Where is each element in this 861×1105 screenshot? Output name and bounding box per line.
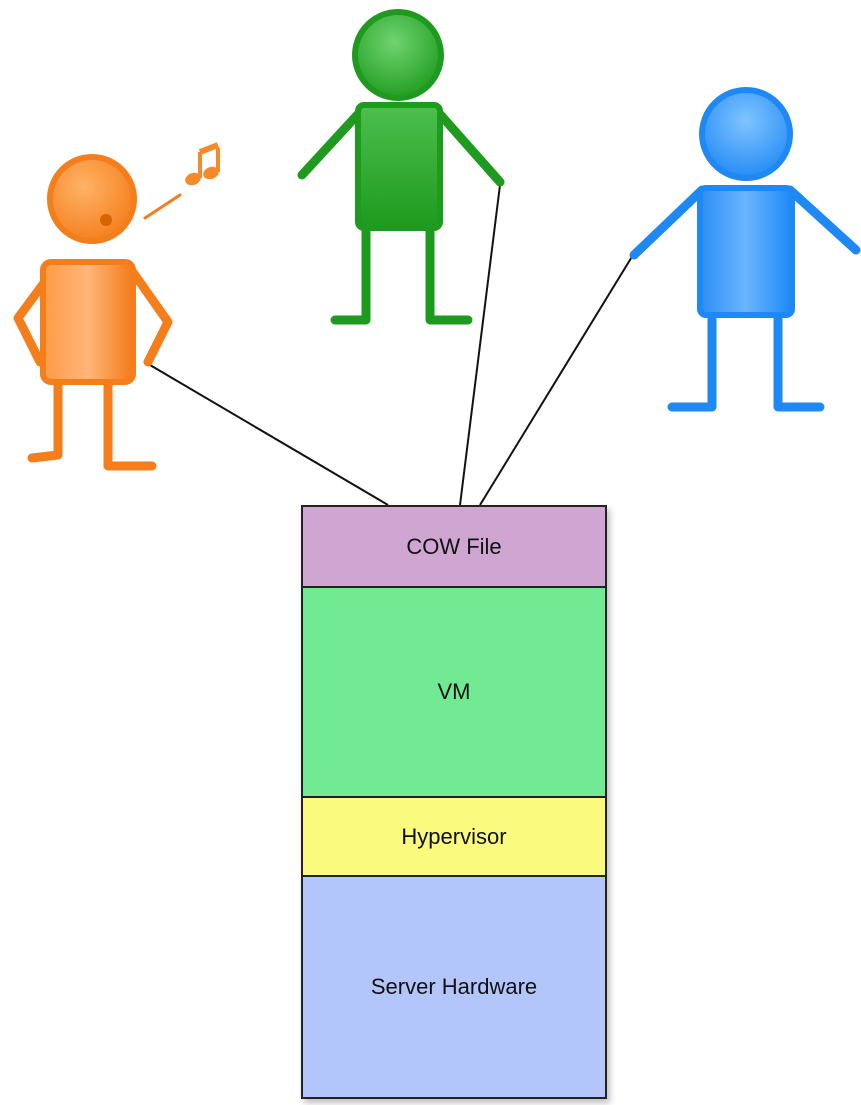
cow-file-label: COW File bbox=[406, 533, 502, 559]
server-hardware-layer: Server Hardware bbox=[303, 875, 605, 1097]
hypervisor-label: Hypervisor bbox=[401, 823, 507, 849]
connector-blue bbox=[479, 254, 634, 506]
orange-person-icon bbox=[13, 154, 182, 471]
cow-file-layer: COW File bbox=[303, 507, 605, 586]
green-person-icon bbox=[297, 9, 505, 325]
music-note-icon bbox=[185, 142, 220, 186]
blue-person-icon bbox=[629, 87, 861, 412]
connector-orange bbox=[149, 364, 389, 506]
vm-label: VM bbox=[437, 679, 471, 704]
connector-lines bbox=[149, 184, 634, 506]
vm-layer: VM bbox=[303, 586, 605, 796]
hypervisor-layer: Hypervisor bbox=[303, 796, 605, 875]
connector-green bbox=[459, 184, 501, 506]
server-hardware-label: Server Hardware bbox=[370, 974, 538, 999]
system-stack: COW File VM Hypervisor Server Hardware bbox=[301, 505, 607, 1099]
